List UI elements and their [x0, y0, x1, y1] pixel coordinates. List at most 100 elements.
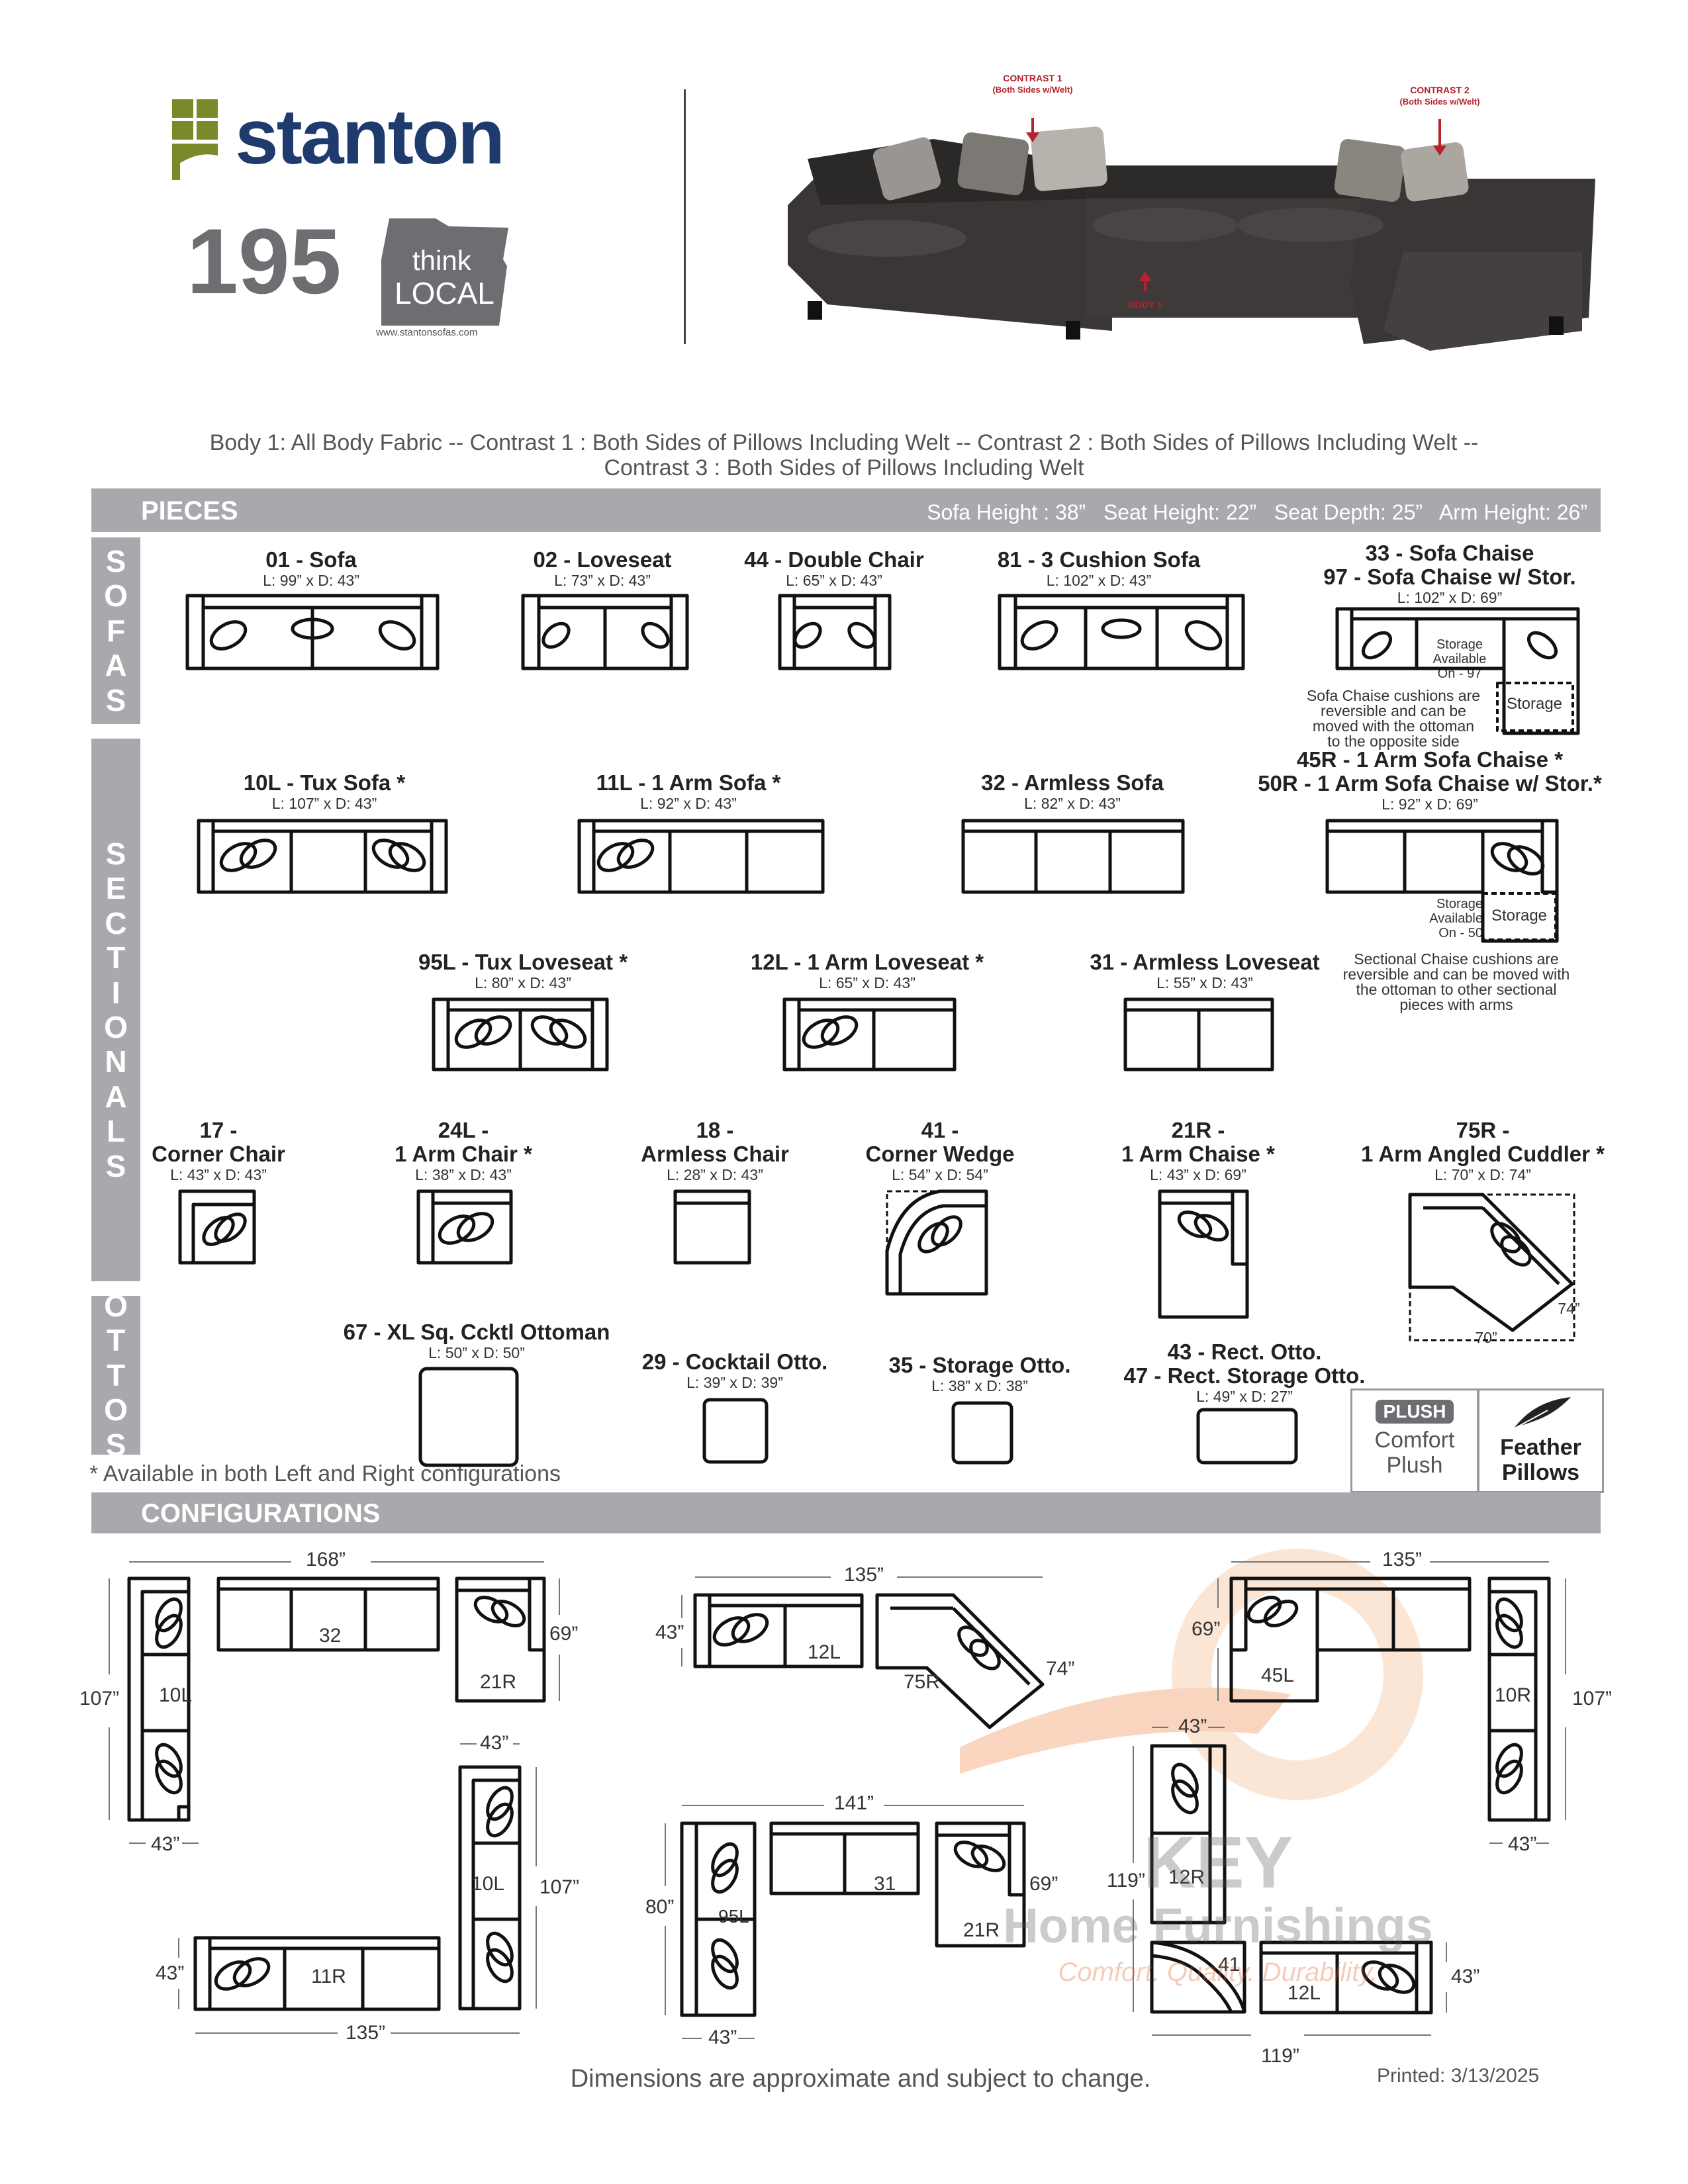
piece-10l-tux-sofa: 10L - Tux Sofa * L: 107” x D: 43”: [185, 770, 463, 813]
c4-width: 135”: [346, 2022, 386, 2044]
disclaimer: Dimensions are approximate and subject t…: [570, 2065, 1151, 2093]
piece-21r-1-arm-chaise: 21R - 1 Arm Chaise * L: 43” x D: 69”: [1121, 1118, 1275, 1184]
c1-length: 107”: [79, 1688, 120, 1709]
section-letter: T: [106, 1357, 126, 1392]
piece-dim: L: 107” x D: 43”: [271, 795, 377, 812]
piece-title: 31 - Armless Loveseat: [1090, 950, 1320, 974]
piece-17-corner-chair: 17 - Corner Chair L: 43” x D: 43”: [152, 1118, 285, 1184]
section-letter: S: [105, 682, 126, 717]
config-1: [109, 1561, 560, 1844]
piece-title: 01 - Sofa: [265, 547, 357, 572]
watermark-line2: Home Furnishings: [1003, 1898, 1433, 1953]
piece-title-2: 50R - 1 Arm Sofa Chaise w/ Stor.*: [1258, 771, 1602, 796]
section-letter: O: [104, 1288, 128, 1323]
fabric-note-line2: Contrast 3 : Both Sides of Pillows Inclu…: [604, 455, 1084, 480]
piece-title: 02 - Loveseat: [533, 547, 672, 572]
piece-dim: L: 99” x D: 43”: [263, 572, 359, 589]
configurations-title: CONFIGURATIONS: [141, 1499, 381, 1528]
section-letter: S: [105, 543, 126, 578]
section-letter: C: [105, 905, 127, 940]
c2-depth1: 43”: [655, 1621, 684, 1643]
piece-11l-1-arm-sofa: 11L - 1 Arm Sofa * L: 92” x D: 43”: [556, 771, 821, 813]
piece-dim: L: 92” x D: 69”: [1382, 796, 1478, 813]
feather-pillows-badge: Feather Pillows: [1477, 1388, 1604, 1493]
section-letter: T: [106, 1323, 126, 1358]
fabric-note: Body 1: All Body Fabric -- Contrast 1 : …: [66, 430, 1622, 480]
stanton-leaf-icon: [172, 99, 218, 180]
c2-piece-a: 12L: [808, 1641, 841, 1663]
section-letter: A: [105, 1079, 127, 1114]
c4-piece-b: 11R: [311, 1966, 346, 1987]
pieces-specs: Sofa Height : 38” Seat Height: 22” Seat …: [927, 500, 1587, 524]
c6-width: 119”: [1261, 2045, 1299, 2067]
config-4: [178, 1743, 537, 2034]
c1-depth1: 43”: [151, 1833, 180, 1855]
c2-width: 135”: [844, 1564, 884, 1586]
printed-date: Printed: 3/13/2025: [1377, 2065, 1540, 2087]
c1-depth2: 69”: [549, 1623, 579, 1645]
piece-33-sofa-chaise: 33 - Sofa Chaise 97 - Sofa Chaise w/ Sto…: [1291, 541, 1609, 607]
piece-dim: L: 65” x D: 43”: [786, 572, 882, 589]
piece-02-loveseat: 02 - Loveseat L: 73” x D: 43”: [503, 547, 702, 590]
piece-title: 10L - Tux Sofa *: [243, 770, 406, 795]
pieces-title: PIECES: [141, 496, 238, 525]
c6-depth1: 43”: [1178, 1715, 1207, 1737]
section-letter: S: [105, 836, 126, 871]
piece-24l-1-arm-chair: 24L - 1 Arm Chair * L: 38” x D: 43”: [395, 1118, 532, 1184]
c3-piece-b: 10R: [1495, 1684, 1532, 1706]
pieces-bar: PIECES Sofa Height : 38” Seat Height: 22…: [91, 488, 1601, 532]
model-number: 195: [187, 209, 342, 313]
piece-29-cocktail-otto: 29 - Cocktail Otto. L: 39” x D: 39”: [641, 1349, 828, 1392]
piece-31-armless-loveseat: 31 - Armless Loveseat L: 55” x D: 43”: [1072, 950, 1337, 992]
c3-length: 107”: [1572, 1688, 1613, 1709]
section-letter: I: [111, 975, 120, 1010]
piece-dim: L: 92” x D: 43”: [640, 795, 737, 812]
c1-piece-c: 21R: [480, 1671, 517, 1693]
piece-95l-tux-loveseat: 95L - Tux Loveseat * L: 80” x D: 43”: [397, 950, 649, 992]
piece-01-sofa: 01 - Sofa L: 99” x D: 43”: [185, 547, 437, 590]
piece-dim: L: 82” x D: 43”: [1024, 795, 1121, 812]
c1-width: 168”: [306, 1549, 346, 1570]
piece-title: 12L - 1 Arm Loveseat *: [750, 950, 984, 974]
header-divider: [684, 89, 686, 344]
badge-think: think: [412, 245, 471, 276]
c6-length: 119”: [1107, 1870, 1145, 1891]
piece-32-armless-sofa: 32 - Armless Sofa L: 82” x D: 43”: [940, 771, 1205, 813]
cuddler-depth: 74”: [1558, 1300, 1580, 1317]
piece-title: 95L - Tux Loveseat *: [418, 950, 628, 974]
piece-75r-angled-cuddler: 75R - 1 Arm Angled Cuddler * L: 70” x D:…: [1361, 1118, 1605, 1184]
section-letter: O: [104, 1010, 128, 1044]
contrast1-sub: (Both Sides w/Welt): [992, 85, 1073, 95]
c2-piece-b: 75R: [904, 1671, 941, 1693]
piece-title-2: 97 - Sofa Chaise w/ Stor.: [1323, 565, 1576, 589]
contrast2-label: CONTRAST 2: [1410, 85, 1470, 95]
piece-dim: L: 102” x D: 69”: [1397, 589, 1503, 606]
piece-12l-1-arm-loveseat: 12L - 1 Arm Loveseat * L: 65” x D: 43”: [735, 950, 1000, 992]
config-2: [681, 1576, 1045, 1729]
storage-label-50: Storage: [1491, 907, 1548, 925]
brand-name: stanton: [235, 93, 505, 181]
piece-35-storage-otto: 35 - Storage Otto. L: 38” x D: 38”: [888, 1353, 1071, 1395]
storage-label-97: Storage: [1506, 695, 1563, 713]
website: www.stantonsofas.com: [376, 327, 478, 338]
config-6: [1133, 1727, 1447, 2036]
c4-piece-a: 10L: [471, 1873, 505, 1895]
piece-dim: L: 102” x D: 43”: [1046, 572, 1152, 589]
piece-67-xl-ottoman: 67 - XL Sq. Ccktl Ottoman L: 50” x D: 50…: [343, 1320, 610, 1362]
c6-piece-a: 12R: [1168, 1866, 1205, 1888]
c5-piece-a: 95L: [718, 1906, 749, 1927]
section-letter: A: [105, 648, 127, 683]
configurations-bar: CONFIGURATIONS: [91, 1492, 1601, 1533]
piece-dim: L: 55” x D: 43”: [1156, 974, 1253, 991]
section-letter: E: [105, 871, 126, 906]
section-letter: S: [105, 1427, 126, 1462]
c5-piece-c: 21R: [963, 1919, 1000, 1941]
piece-dim: L: 73” x D: 43”: [554, 572, 651, 589]
c4-depth1: 43”: [480, 1732, 509, 1754]
config-3: [1217, 1561, 1566, 1844]
c5-depth2: 69”: [1029, 1873, 1058, 1895]
